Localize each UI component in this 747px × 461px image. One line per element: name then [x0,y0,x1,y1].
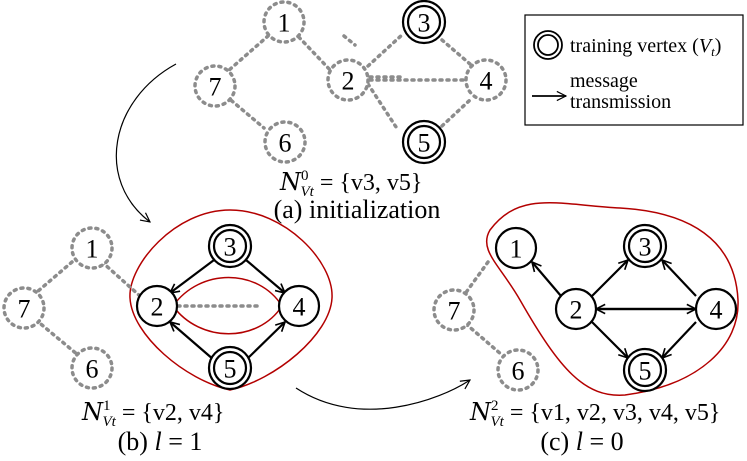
node-6-dotted [496,348,540,392]
node-label: 1 [510,235,523,264]
panel-b-dotted-nodes [2,226,114,390]
node-7-dotted [432,288,476,332]
node-label: 4 [710,296,723,325]
node-label: 2 [151,293,164,322]
node-7-dotted [193,64,237,108]
node-label: 5 [639,357,652,386]
legend: training vertex (Vt) message transmissio… [524,14,744,126]
node-label: 2 [570,296,583,325]
node-label: 6 [86,355,99,384]
panel-b-message-arrows [170,259,285,361]
legend-box [524,14,744,126]
node-5-training [401,119,447,165]
panel-a-caption: (a) initialization [274,195,441,224]
node-2-active [554,287,598,331]
panel-b-dotted-edges [28,260,264,357]
node-3-training [401,0,447,45]
node-3-training [207,223,253,269]
node-3-training [622,223,668,269]
node-6-dotted [70,346,114,390]
node-label: 7 [18,295,31,324]
legend-training-vertex-label: training vertex (Vt) [570,35,721,59]
panel-c-message-arrows [532,260,696,358]
node-label: 4 [480,67,493,96]
panel-b-caption: (b) l = 1 [118,427,203,456]
node-1-dotted [262,0,306,44]
legend-message-line1: message [570,70,638,92]
node-label: 3 [224,233,237,262]
node-label: 6 [512,357,525,386]
node-label: 5 [418,129,431,158]
node-label: 4 [293,293,306,322]
node-6-dotted [263,120,307,164]
panel-c-region [485,202,739,396]
node-label: 7 [448,297,461,326]
panel-a-dotted-nodes [193,0,508,164]
legend-message-line2: transmission [570,91,671,113]
node-5-training [622,347,668,393]
panel-c-dotted-edges [460,260,504,357]
panel-c-dotted-nodes [432,288,540,392]
transition-arrow-b-to-c [295,380,470,410]
node-7-dotted [2,286,46,330]
node-label: 1 [86,235,99,264]
panel-b-nodes [135,223,321,391]
node-label: 7 [209,73,222,102]
node-4-dotted [464,58,508,102]
node-2-active [135,284,179,328]
node-4-active [277,284,321,328]
node-2-dotted [326,58,370,102]
panel-c-nodes [494,223,738,393]
node-label: 2 [342,67,355,96]
node-5-training [207,345,253,391]
panel-c-caption: (c) l = 0 [540,427,623,456]
node-1-active [494,226,538,270]
node-label: 5 [224,355,237,384]
node-label: 3 [418,9,431,38]
panel-a-edges [218,20,472,132]
node-1-dotted [70,226,114,270]
panel-a-training-nodes [401,0,447,165]
node-label: 3 [639,233,652,262]
node-label: 1 [278,9,291,38]
node-label: 6 [279,129,292,158]
transition-arrow-a-to-b [115,63,177,222]
node-4-active [694,287,738,331]
